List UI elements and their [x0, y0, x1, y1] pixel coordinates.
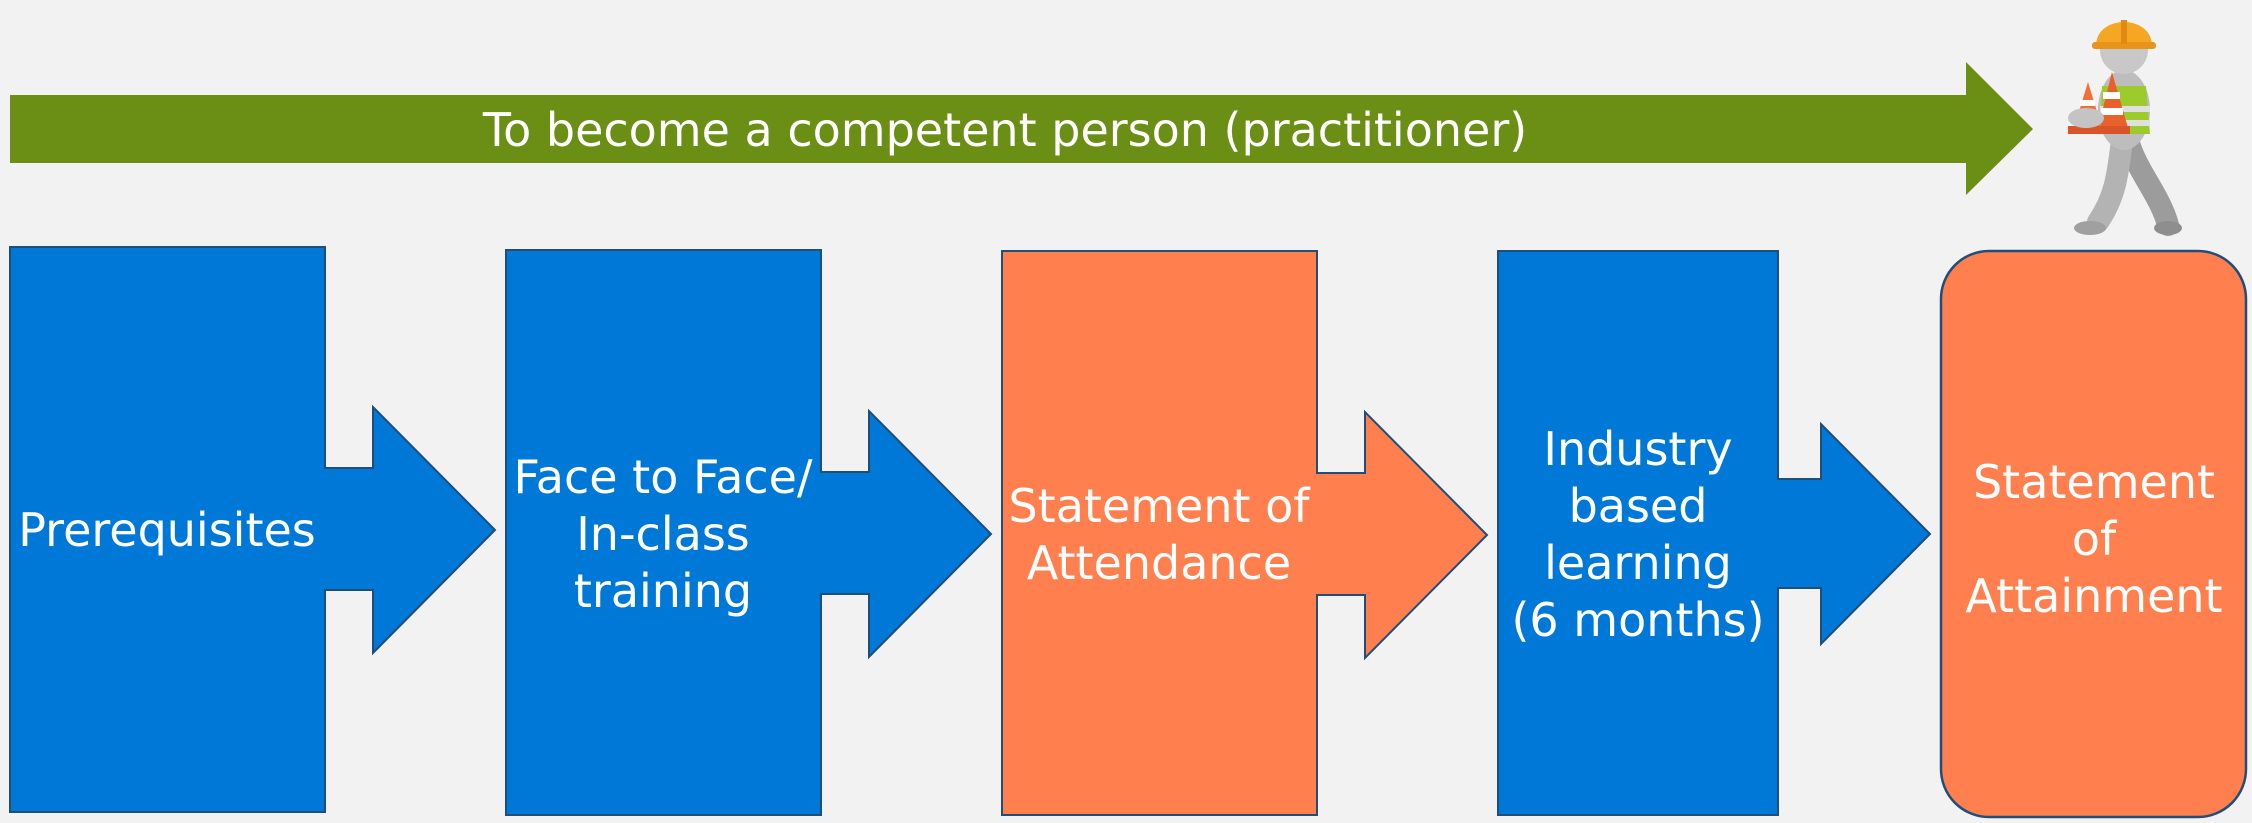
step-arrow-industry-learning [1497, 250, 1932, 816]
step-label-face-to-face: Face to Face/ In-class training [513, 449, 813, 618]
step-arrow-statement-of-attendance [1001, 250, 1489, 816]
step-label-industry-learning: Industry based learning (6 months) [1511, 422, 1765, 647]
banner-label: To become a competent person (practition… [482, 103, 1528, 157]
step-label-prerequisites: Prerequisites [18, 502, 316, 557]
goal-label-statement-of-attainment: Statement of Attainment [1965, 454, 2223, 623]
goal-box [1939, 249, 2248, 819]
step-arrow-prerequisites [9, 246, 497, 813]
step-label-statement-of-attendance: Statement of Attendance [1008, 479, 1310, 590]
construction-worker-icon [2068, 20, 2182, 236]
banner-arrow [10, 62, 2033, 195]
step-arrow-face-to-face [505, 249, 993, 816]
